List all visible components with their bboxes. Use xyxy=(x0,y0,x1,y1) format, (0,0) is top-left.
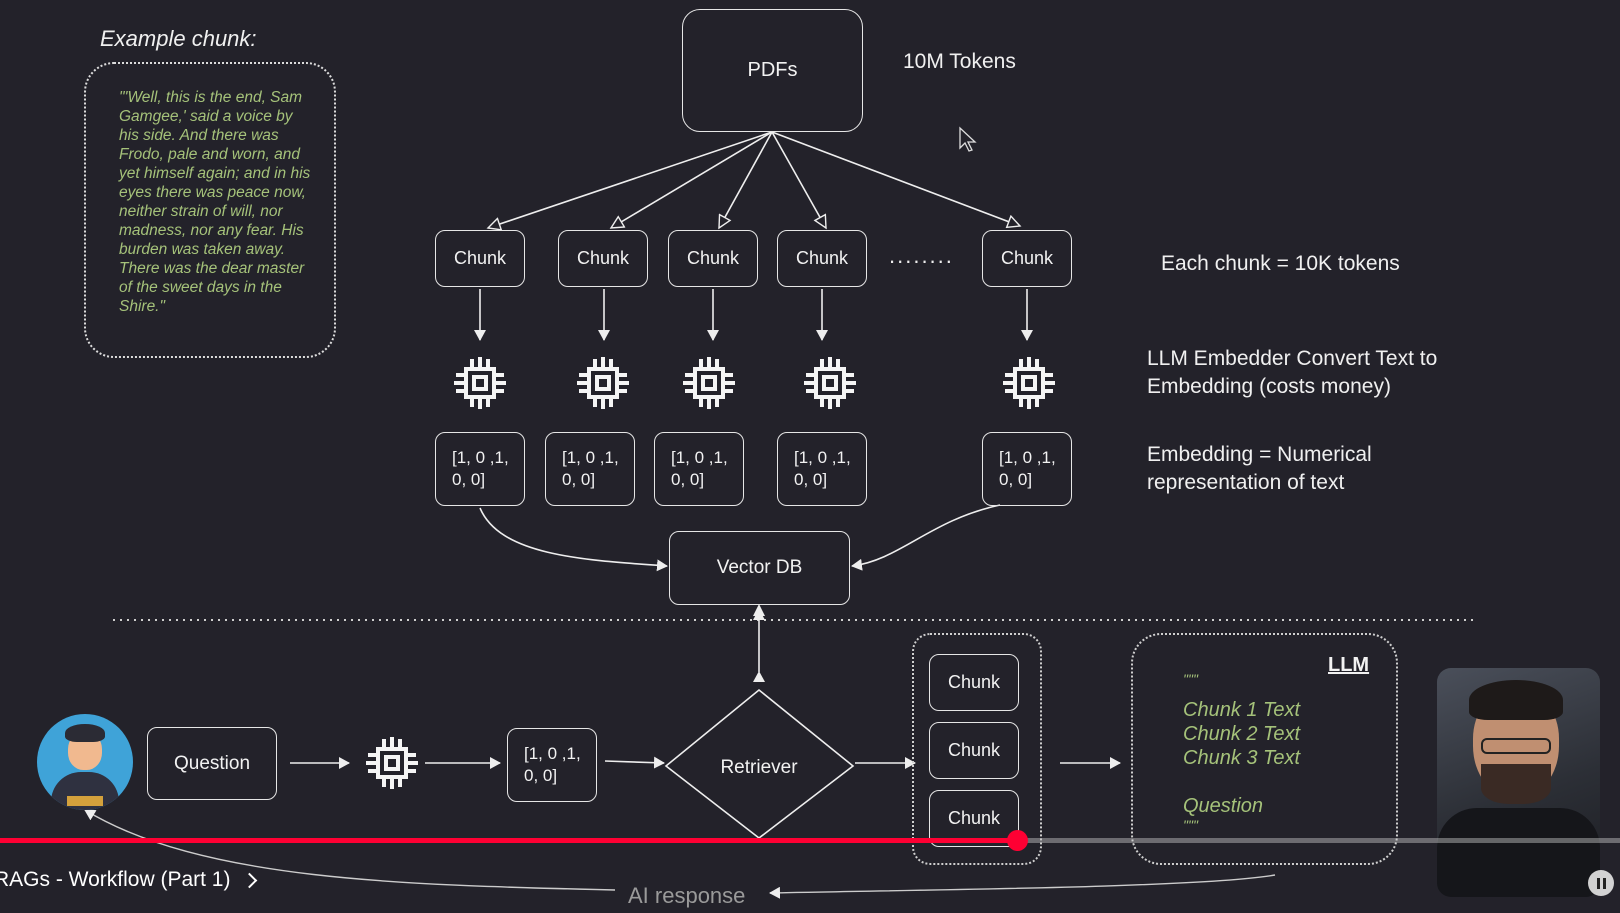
progress-thumb[interactable] xyxy=(1007,830,1029,851)
embedding-node: [1, 0 ,1, 0, 0] xyxy=(982,432,1072,506)
user-avatar xyxy=(37,714,133,810)
example-chunk-box xyxy=(84,62,336,358)
pdfs-node: PDFs xyxy=(682,9,863,132)
chunk-size-note: Each chunk = 10K tokens xyxy=(1161,252,1400,275)
query-embedding-node: [1, 0 ,1, 0, 0] xyxy=(507,728,597,802)
vector-db-node: Vector DB xyxy=(669,531,850,605)
pdfs-label: PDFs xyxy=(747,59,798,81)
retrieved-chunks-group xyxy=(912,633,1042,865)
avatar-hair xyxy=(65,724,105,742)
presenter-shirt xyxy=(1437,808,1600,897)
embedder-chip-icon xyxy=(451,354,509,412)
chunk-node: Chunk xyxy=(668,230,758,287)
chunk-node: Chunk xyxy=(982,230,1072,287)
video-title-chip[interactable]: RAGs - Workflow (Part 1) xyxy=(0,868,258,892)
chip-glyph xyxy=(804,357,856,409)
presenter-hair xyxy=(1469,680,1563,720)
pause-bar xyxy=(1596,877,1600,889)
llm-prompt-box xyxy=(1131,633,1398,865)
presenter-beard xyxy=(1481,764,1551,804)
progress-track[interactable] xyxy=(0,830,1620,851)
retriever-label: Retriever xyxy=(720,757,798,778)
embedding-definition-note: Embedding = Numerical representation of … xyxy=(1147,443,1372,494)
llm-chunk-text: Chunk 1 Text xyxy=(1183,699,1301,721)
llm-chunk-text: Chunk 2 Text xyxy=(1183,723,1301,745)
llm-chunk-text: Chunk 3 Text xyxy=(1183,747,1301,769)
embedding-node: [1, 0 ,1, 0, 0] xyxy=(435,432,525,506)
embedder-chip-icon xyxy=(1000,354,1058,412)
embedding-node: [1, 0 ,1, 0, 0] xyxy=(777,432,867,506)
llm-quote-open: """ xyxy=(1183,671,1198,687)
embedder-chip-icon xyxy=(363,734,421,792)
retrieved-chunk-node: Chunk xyxy=(929,790,1019,847)
avatar-laptop xyxy=(67,796,103,806)
embedder-chip-icon xyxy=(680,354,738,412)
tokens-label: 10M Tokens xyxy=(903,50,1016,73)
progress-fill xyxy=(0,838,1018,843)
ai-response-label: AI response xyxy=(628,883,746,908)
mouse-cursor xyxy=(959,126,977,152)
question-label: Question xyxy=(173,752,251,774)
presenter-glasses xyxy=(1481,738,1551,754)
embedding-node: [1, 0 ,1, 0, 0] xyxy=(654,432,744,506)
llm-quote-close: """ xyxy=(1183,817,1198,833)
video-title: RAGs - Workflow (Part 1) xyxy=(0,868,231,891)
presenter-webcam xyxy=(1437,668,1600,897)
embedder-note: LLM Embedder Convert Text to Embedding (… xyxy=(1147,347,1438,398)
chip-glyph xyxy=(1003,357,1055,409)
example-chunk-title: Example chunk: xyxy=(100,26,257,51)
embedding-node: [1, 0 ,1, 0, 0] xyxy=(545,432,635,506)
llm-question-text: Question xyxy=(1183,795,1264,817)
chip-glyph xyxy=(366,737,418,789)
example-chunk-text: "'Well, this is the end, Sam Gamgee,' sa… xyxy=(119,89,311,315)
chip-glyph xyxy=(577,357,629,409)
chunk-node: Chunk xyxy=(435,230,525,287)
embedder-chip-icon xyxy=(801,354,859,412)
llm-label: LLM xyxy=(1328,654,1370,676)
pause-icon[interactable] xyxy=(1588,870,1614,896)
chunk-node: Chunk xyxy=(777,230,867,287)
chunk-node: Chunk xyxy=(558,230,648,287)
chunk-ellipsis: ........ xyxy=(889,243,954,268)
retrieved-chunk-node: Chunk xyxy=(929,722,1019,779)
chip-glyph xyxy=(683,357,735,409)
chip-glyph xyxy=(454,357,506,409)
chevron-right-icon xyxy=(242,872,258,888)
question-node: Question xyxy=(147,727,277,800)
pause-bar xyxy=(1602,877,1606,889)
vector-db-label: Vector DB xyxy=(716,557,803,578)
retrieved-chunk-node: Chunk xyxy=(929,654,1019,711)
embedder-chip-icon xyxy=(574,354,632,412)
